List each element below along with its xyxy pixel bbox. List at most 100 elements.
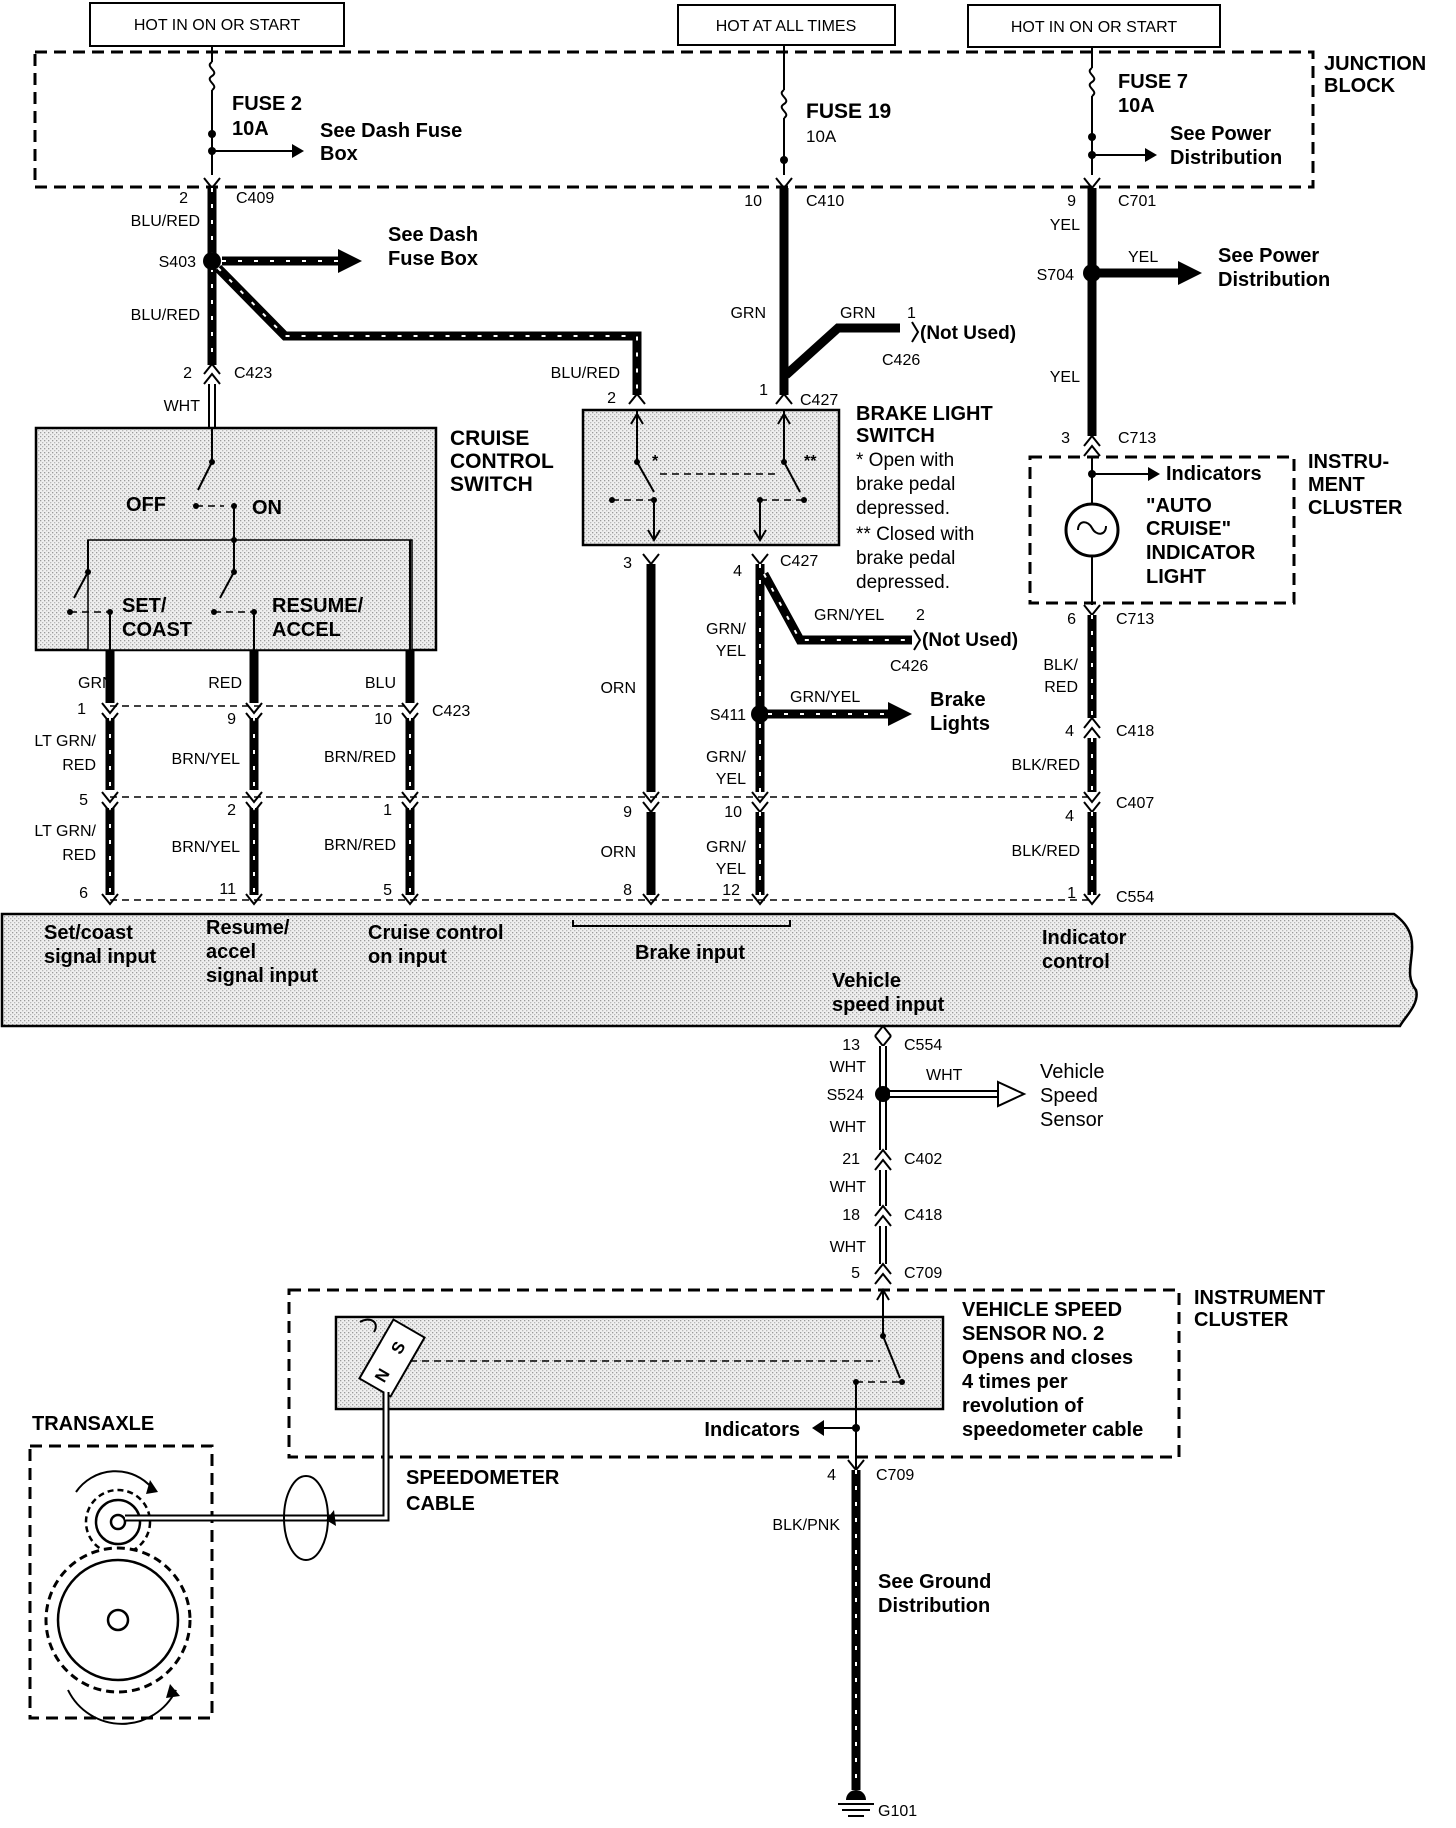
svg-text:YEL: YEL bbox=[716, 643, 746, 660]
wire-blu-brn-red: BLU BRN/RED BRN/RED bbox=[324, 650, 415, 895]
svg-text:4: 4 bbox=[827, 1467, 836, 1484]
fuse19-symbol bbox=[780, 89, 788, 119]
svg-text:OFF: OFF bbox=[126, 494, 166, 516]
connector-c709-bottom: 4 C709 bbox=[827, 1459, 914, 1484]
svg-text:10: 10 bbox=[374, 711, 392, 728]
svg-text:SWITCH: SWITCH bbox=[856, 425, 935, 447]
svg-text:Fuse Box: Fuse Box bbox=[388, 248, 478, 270]
connector-c409: 2 C409 bbox=[179, 177, 274, 207]
svg-text:COAST: COAST bbox=[122, 619, 192, 641]
svg-text:5: 5 bbox=[79, 792, 88, 809]
connector-c554-bottom: 13 C554 bbox=[842, 1024, 942, 1054]
svg-text:9: 9 bbox=[227, 711, 236, 728]
svg-text:S524: S524 bbox=[827, 1087, 864, 1104]
svg-text:YEL: YEL bbox=[716, 861, 746, 878]
svg-text:2: 2 bbox=[227, 802, 236, 819]
svg-text:BRAKE LIGHT: BRAKE LIGHT bbox=[856, 403, 993, 425]
connector-c554-top: 6 11 5 8 12 1 C554 bbox=[79, 881, 1154, 906]
svg-text:6: 6 bbox=[1067, 611, 1076, 628]
svg-text:WHT: WHT bbox=[164, 398, 201, 415]
svg-text:2: 2 bbox=[179, 190, 188, 207]
svg-text:BRN/RED: BRN/RED bbox=[324, 837, 396, 854]
svg-text:BLOCK: BLOCK bbox=[1324, 75, 1396, 97]
wire-blk-red: BLK/ RED BLK/RED BLK/RED bbox=[1012, 615, 1097, 895]
wire-red-brn-yel: RED BRN/YEL BRN/YEL bbox=[172, 650, 259, 895]
svg-text:C701: C701 bbox=[1118, 193, 1156, 210]
svg-text:(Not Used): (Not Used) bbox=[920, 323, 1016, 344]
svg-text:* Open with: * Open with bbox=[856, 450, 954, 471]
svg-text:3: 3 bbox=[1061, 430, 1070, 447]
svg-text:GRN/: GRN/ bbox=[706, 839, 747, 856]
svg-text:3: 3 bbox=[623, 555, 632, 572]
wire-grn-yel: GRN/ YEL GRN/ YEL GRN/ YEL GRN/YEL 2 (No… bbox=[706, 564, 1018, 895]
svg-text:CABLE: CABLE bbox=[406, 1493, 475, 1515]
svg-text:brake pedal: brake pedal bbox=[856, 548, 955, 569]
brake-light-switch: 2 1 C427 BRAKE LIGHT SWITCH * Open with … bbox=[581, 382, 993, 593]
svg-text:HOT IN ON OR START: HOT IN ON OR START bbox=[134, 17, 300, 34]
ground-icon bbox=[846, 1790, 866, 1800]
connector-c423-bottom: 1 9 10 C423 bbox=[77, 701, 470, 728]
svg-text:C427: C427 bbox=[800, 392, 838, 409]
connector-c410: 10 C410 bbox=[744, 177, 844, 210]
svg-text:11: 11 bbox=[219, 881, 236, 898]
svg-text:INSTRU-: INSTRU- bbox=[1308, 451, 1389, 473]
svg-text:5: 5 bbox=[851, 1265, 860, 1282]
cruise-control-module: Set/coast signal input Resume/ accel sig… bbox=[0, 912, 1418, 1028]
svg-text:YEL: YEL bbox=[1050, 369, 1080, 386]
svg-text:(Not Used): (Not Used) bbox=[922, 630, 1018, 651]
svg-text:See Power: See Power bbox=[1170, 123, 1271, 145]
svg-text:C402: C402 bbox=[904, 1151, 942, 1168]
ground-g101: G101 bbox=[838, 1790, 917, 1820]
svg-text:WHT: WHT bbox=[830, 1179, 867, 1196]
svg-text:GRN: GRN bbox=[78, 675, 114, 692]
svg-text:RED: RED bbox=[62, 757, 96, 774]
connector-c426-top-mark bbox=[911, 321, 920, 343]
svg-text:1: 1 bbox=[907, 305, 916, 322]
svg-text:"AUTO: "AUTO bbox=[1146, 495, 1212, 517]
transaxle: TRANSAXLE bbox=[28, 1413, 214, 1725]
svg-text:C410: C410 bbox=[806, 193, 844, 210]
svg-text:C423: C423 bbox=[234, 365, 272, 382]
svg-text:1: 1 bbox=[77, 701, 86, 718]
svg-text:Lights: Lights bbox=[930, 713, 990, 735]
wire-orn: ORN ORN bbox=[600, 564, 656, 895]
splice-s411: S411 GRN/YEL Brake Lights bbox=[710, 689, 990, 735]
svg-text:BLK/RED: BLK/RED bbox=[1012, 757, 1080, 774]
large-gear-icon bbox=[44, 1546, 192, 1694]
connector-c701: 9 C701 bbox=[1067, 177, 1156, 210]
connector-c426-bottom-mark bbox=[913, 629, 922, 651]
svg-text:depressed.: depressed. bbox=[856, 572, 950, 593]
svg-text:CLUSTER: CLUSTER bbox=[1308, 497, 1403, 519]
svg-text:C709: C709 bbox=[876, 1467, 914, 1484]
svg-text:See Dash: See Dash bbox=[388, 224, 478, 246]
small-gear-icon bbox=[84, 1488, 152, 1556]
speedometer-cable: SPEEDOMETER CABLE bbox=[125, 1392, 560, 1561]
svg-text:**: ** bbox=[804, 453, 817, 470]
svg-text:10A: 10A bbox=[1118, 95, 1155, 117]
svg-text:SET/: SET/ bbox=[122, 595, 167, 617]
svg-text:1: 1 bbox=[759, 382, 768, 399]
svg-text:LT GRN/: LT GRN/ bbox=[34, 733, 96, 750]
svg-text:ON: ON bbox=[252, 497, 282, 519]
svg-text:LIGHT: LIGHT bbox=[1146, 566, 1206, 588]
svg-text:10: 10 bbox=[724, 804, 742, 821]
wire-wht-cruise: WHT bbox=[164, 384, 216, 428]
svg-text:Distribution: Distribution bbox=[1218, 269, 1330, 291]
svg-text:C427: C427 bbox=[780, 553, 818, 570]
svg-text:SPEEDOMETER: SPEEDOMETER bbox=[406, 1467, 560, 1489]
svg-text:13: 13 bbox=[842, 1037, 860, 1054]
splice-s704: S704 YEL See Power Distribution bbox=[1037, 245, 1331, 291]
svg-text:C407: C407 bbox=[1116, 795, 1154, 812]
svg-text:9: 9 bbox=[1067, 193, 1076, 210]
svg-text:YEL: YEL bbox=[1128, 249, 1158, 266]
svg-text:FUSE 7: FUSE 7 bbox=[1118, 71, 1188, 93]
svg-text:revolution of: revolution of bbox=[962, 1395, 1083, 1417]
svg-text:Vehicle: Vehicle bbox=[832, 970, 901, 992]
svg-text:GRN/: GRN/ bbox=[706, 621, 747, 638]
svg-text:RED: RED bbox=[62, 847, 96, 864]
svg-text:12: 12 bbox=[722, 882, 740, 899]
svg-text:5: 5 bbox=[383, 882, 392, 899]
svg-text:1: 1 bbox=[1067, 885, 1076, 902]
svg-text:BRN/YEL: BRN/YEL bbox=[172, 751, 241, 768]
